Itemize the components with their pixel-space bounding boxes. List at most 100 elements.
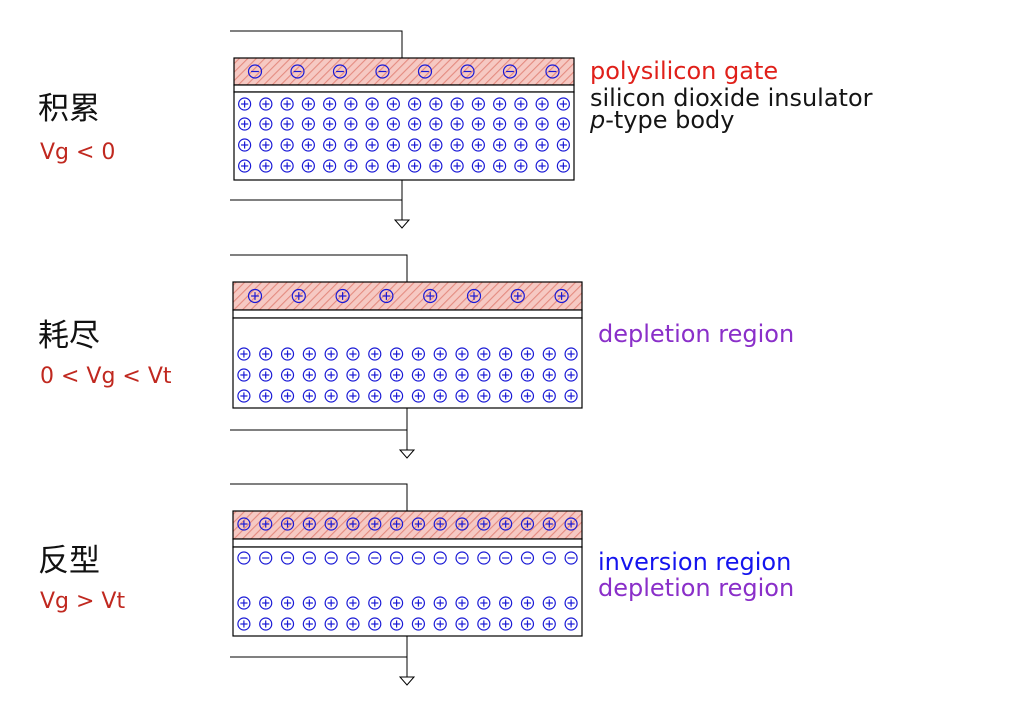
gate-charge [545,64,560,79]
hole-charge [346,596,360,610]
hole-charge [433,368,447,382]
hole-charge [302,389,316,403]
electron-charge [433,551,447,565]
hole-charge [499,368,513,382]
hole-charge [237,347,251,361]
hole-charge [556,138,570,152]
hole-charge [411,347,426,361]
oxide-layer [233,84,575,93]
hole-charge [564,617,578,631]
gate-charge [332,64,348,79]
hole-charge [564,347,578,361]
hole-charge [386,138,400,152]
accumulation-condition: Vg < 0 [40,140,116,165]
gate-charge [259,517,273,531]
hole-charge [238,138,252,152]
hole-charge [477,596,491,610]
hole-charge [499,617,513,631]
hole-charge [514,117,528,131]
hole-charge [535,138,549,152]
gate-charge [499,517,513,531]
hole-charge [450,117,464,131]
hole-charge [429,159,443,173]
hole-charge [450,97,464,111]
hole-charge [389,389,404,403]
gate-charge [335,288,350,304]
electron-charge [499,551,513,565]
hole-charge [280,389,295,403]
gate-layer [232,281,583,311]
gate-wire [230,254,408,282]
hole-charge [514,159,528,173]
accumulation-title: 积累 [38,91,100,127]
hole-charge [237,389,251,403]
hole-charge [368,596,382,610]
gate-wire [230,483,408,511]
hole-charge [259,617,273,631]
hole-charge [368,368,382,382]
hole-charge [433,389,447,403]
hole-charge [259,347,273,361]
hole-charge [302,368,316,382]
hole-charge [389,596,404,610]
ground-icon [398,449,416,459]
body-layer [233,91,575,181]
electron-charge [542,551,556,565]
hole-charge [520,389,535,403]
inversion-depletion-region-label: depletion region [598,574,795,602]
hole-charge [238,159,252,173]
hole-charge [280,368,295,382]
hole-charge [455,347,469,361]
gate-charge [290,64,305,79]
oxide-layer [232,538,583,548]
hole-charge [365,138,379,152]
gate-charge [455,517,469,531]
gate-charge [477,517,491,531]
hole-charge [520,347,535,361]
depletion-condition: 0 < Vg < Vt [40,364,172,389]
hole-charge [411,617,426,631]
hole-charge [556,159,570,173]
hole-charge [450,159,464,173]
hole-charge [499,347,513,361]
hole-charge [368,389,382,403]
gate-charge [375,64,390,79]
hole-charge [542,389,556,403]
hole-charge [564,596,578,610]
oxide-layer [232,309,583,319]
hole-charge [344,138,358,152]
hole-charge [323,97,337,111]
hole-charge [493,138,507,152]
hole-charge [280,617,295,631]
hole-charge [323,138,337,152]
hole-charge [455,368,469,382]
hole-charge [259,159,273,173]
gate-charge [346,517,360,531]
hole-charge [514,97,528,111]
hole-charge [302,596,316,610]
hole-charge [389,347,404,361]
hole-charge [433,617,447,631]
hole-charge [238,97,252,111]
hole-charge [365,117,379,131]
hole-charge [346,368,360,382]
inversion-region-label: inversion region [598,548,792,576]
electron-charge [302,551,316,565]
inversion-condition: Vg > Vt [40,589,126,614]
gate-charge [460,64,475,79]
hole-charge [455,389,469,403]
depletion-title: 耗尽 [38,318,100,354]
body-label: p-type body [590,108,735,132]
gate-charge [247,288,263,304]
hole-charge [302,347,316,361]
gate-charge [520,517,535,531]
hole-charge [564,368,578,382]
hole-charge [520,596,535,610]
hole-charge [259,596,273,610]
electron-charge [411,551,426,565]
hole-charge [301,97,315,111]
hole-charge [408,138,422,152]
hole-charge [280,159,294,173]
gate-charge [280,517,295,531]
